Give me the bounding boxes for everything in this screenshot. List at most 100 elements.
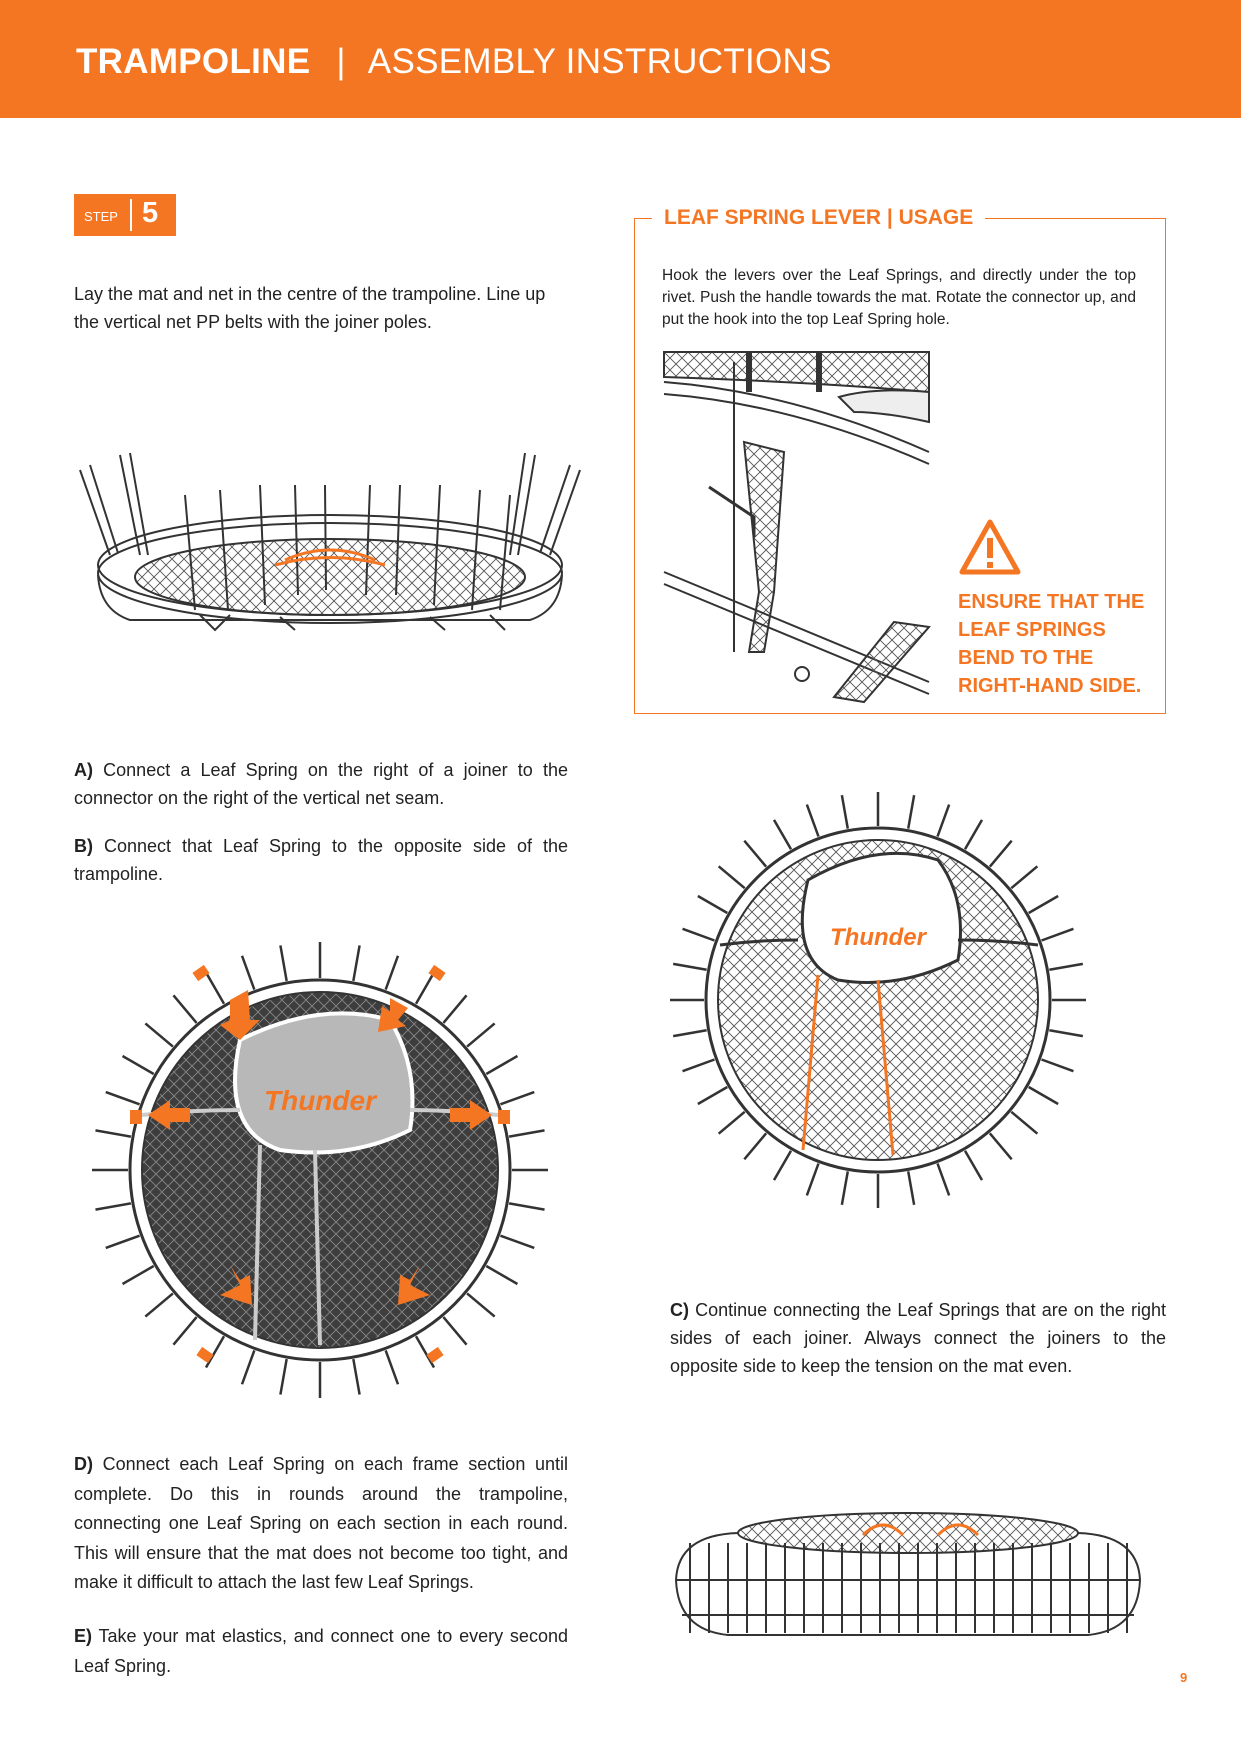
leaf-spring: [682, 1058, 715, 1073]
leaf-spring: [204, 1335, 226, 1369]
page-header: [0, 0, 1241, 118]
leaf-spring: [988, 1132, 1013, 1161]
trampoline-top-view-light: Thunder: [670, 792, 1086, 1208]
leaf-spring: [352, 1358, 361, 1395]
leaf-spring: [485, 1264, 519, 1286]
instruction-b-text: Connect that Leaf Spring to the opposite…: [74, 836, 568, 884]
leaf-spring: [466, 1292, 496, 1318]
leaf-spring: [840, 794, 850, 829]
leaf-spring: [805, 1163, 820, 1196]
warning-line-1: ENSURE THAT THE: [958, 591, 1145, 613]
leaf-spring: [805, 804, 820, 837]
instruction-a: A) Connect a Leaf Spring on the right of…: [74, 756, 568, 812]
instruction-d-label: D): [74, 1454, 93, 1474]
leaf-spring: [384, 1349, 400, 1385]
leaf-spring: [1041, 1058, 1074, 1073]
mat-logo-light: Thunder: [830, 924, 928, 951]
instruction-a-text: Connect a Leaf Spring on the right of a …: [74, 760, 568, 808]
section-name: ASSEMBLY INSTRUCTIONS: [367, 42, 832, 81]
leaf-spring: [697, 894, 728, 915]
instruction-c-label: C): [670, 1300, 689, 1320]
leaf-spring: [499, 1090, 535, 1106]
panel-title: LEAF SPRING LEVER | USAGE: [652, 206, 986, 230]
intro-text: Lay the mat and net in the centre of the…: [74, 284, 546, 332]
leaf-spring: [384, 955, 400, 991]
instruction-e-text: Take your mat elastics, and connect one …: [74, 1626, 568, 1676]
step-badge: STEP 5: [74, 194, 176, 236]
trampoline-side-illustration: [79, 452, 581, 632]
leaf-spring: [906, 794, 916, 829]
title-separator: |: [336, 42, 346, 81]
leaf-spring: [442, 1316, 468, 1346]
leaf-spring: [936, 804, 951, 837]
leaf-spring: [352, 945, 361, 982]
leaf-spring: [840, 1171, 850, 1206]
instruction-d: D) Connect each Leaf Spring on each fram…: [74, 1450, 568, 1598]
leaf-spring: [121, 1054, 155, 1076]
leaf-spring: [442, 994, 468, 1024]
leaf-spring: [772, 1150, 793, 1181]
leaf-spring: [172, 1316, 198, 1346]
leaf-spring: [1010, 1110, 1039, 1135]
leaf-spring: [95, 1202, 132, 1211]
leaf-spring: [172, 994, 198, 1024]
page-number: 9: [1180, 1670, 1188, 1685]
leaf-spring: [279, 1358, 288, 1395]
panel-text: Hook the levers over the Leaf Springs, a…: [662, 267, 1136, 328]
leaf-spring: [279, 945, 288, 982]
product-name: TRAMPOLINE: [76, 42, 311, 81]
leaf-spring: [204, 971, 226, 1005]
instruction-b: B) Connect that Leaf Spring to the oppos…: [74, 832, 568, 888]
leaf-spring: [717, 1110, 746, 1135]
leaf-spring: [743, 1132, 768, 1161]
leaf-spring: [963, 1150, 984, 1181]
instruction-a-label: A): [74, 760, 93, 780]
step-divider: [130, 199, 132, 231]
warning-text: ENSURE THAT THE LEAF SPRINGS BEND TO THE…: [958, 588, 1144, 700]
warning-line-4: RIGHT-HAND SIDE.: [958, 675, 1142, 697]
leaf-spring: [240, 1349, 256, 1385]
page-title: TRAMPOLINE | ASSEMBLY INSTRUCTIONS: [76, 42, 832, 82]
leaf-spring: [1028, 1085, 1059, 1106]
leaf-spring: [144, 1022, 174, 1048]
leaf-spring: [682, 927, 715, 942]
leaf-spring: [672, 962, 707, 972]
step-number: 5: [142, 197, 159, 229]
instruction-e-label: E): [74, 1626, 92, 1646]
leaf-spring: [1049, 962, 1084, 972]
leaf-spring: [936, 1163, 951, 1196]
leaf-spring: [95, 1129, 132, 1138]
leaf-spring: [105, 1234, 141, 1250]
leaf-spring: [499, 1234, 535, 1250]
trampoline-complete-side-illustration: [674, 1512, 1142, 1636]
instruction-c: C) Continue connecting the Leaf Springs …: [670, 1296, 1166, 1380]
instruction-d-text: Connect each Leaf Spring on each frame s…: [74, 1454, 568, 1592]
trampoline-top-view-arrows: Thunder: [92, 942, 548, 1398]
leaf-spring: [1010, 865, 1039, 890]
lever-illustration: [663, 351, 931, 704]
warning-line-3: BEND TO THE: [958, 647, 1094, 669]
instruction-b-label: B): [74, 836, 93, 856]
leaf-spring: [1028, 894, 1059, 915]
leaf-spring: [105, 1090, 141, 1106]
leaf-spring: [508, 1202, 545, 1211]
leaf-spring: [485, 1054, 519, 1076]
leaf-spring: [414, 1335, 436, 1369]
leaf-spring: [963, 819, 984, 850]
leaf-spring: [697, 1085, 728, 1106]
leaf-spring: [988, 839, 1013, 868]
leaf-spring: [508, 1129, 545, 1138]
leaf-spring: [466, 1022, 496, 1048]
leaf-spring: [717, 865, 746, 890]
leaf-spring: [672, 1028, 707, 1038]
leaf-spring: [772, 819, 793, 850]
leaf-spring: [240, 955, 256, 991]
warning-line-2: LEAF SPRINGS: [958, 619, 1106, 641]
instruction-e: E) Take your mat elastics, and connect o…: [74, 1622, 568, 1681]
leaf-spring: [1041, 927, 1074, 942]
instruction-c-text: Continue connecting the Leaf Springs tha…: [670, 1300, 1166, 1376]
leaf-spring: [1049, 1028, 1084, 1038]
mat-logo: Thunder: [264, 1085, 378, 1116]
step-label: STEP: [84, 209, 118, 224]
leaf-spring: [121, 1264, 155, 1286]
